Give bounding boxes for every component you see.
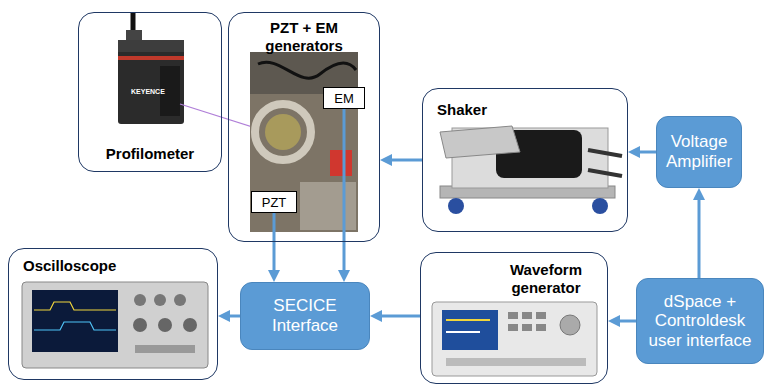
magnet-holder xyxy=(330,150,352,176)
scope-trace xyxy=(34,302,116,310)
device-panel: Oscilloscope xyxy=(8,248,218,380)
panel-heading: PZT + EM generators xyxy=(235,19,373,55)
shaker-handle xyxy=(588,150,622,156)
generator-button xyxy=(522,312,532,319)
shaker-table xyxy=(440,126,520,158)
profilometer-sensor xyxy=(118,40,184,124)
oscilloscope-body xyxy=(22,282,208,368)
scope-buttons xyxy=(135,345,195,353)
panel-heading: Waveform generator xyxy=(491,261,601,297)
scope-knob xyxy=(174,294,186,306)
panel-heading: Profilometer xyxy=(79,145,221,163)
flow-arrow xyxy=(698,198,701,278)
flow-arrow xyxy=(343,109,346,272)
generator-ports xyxy=(446,358,586,366)
generator-button xyxy=(536,324,546,331)
device-panel: Shaker xyxy=(422,88,628,232)
brand-label: KEYENCE xyxy=(131,88,165,95)
flow-arrow xyxy=(380,315,420,318)
generator-button xyxy=(508,312,518,319)
process-box: Voltage Amplifier xyxy=(656,116,742,188)
flow-arrow xyxy=(228,315,240,318)
part-tag: PZT xyxy=(251,191,297,213)
photo-mount xyxy=(300,182,356,230)
flow-arrow xyxy=(273,213,276,272)
generator-photo xyxy=(250,52,358,232)
shaker-wheel xyxy=(448,198,464,214)
generator-button xyxy=(536,312,546,319)
panel-heading: Shaker xyxy=(437,101,487,119)
flow-arrow xyxy=(618,320,636,323)
scope-trace xyxy=(34,322,116,330)
part-name: PZT xyxy=(262,195,287,210)
box-label: SECICE Interface xyxy=(247,296,363,335)
shaker-wheel xyxy=(592,198,608,214)
piezo-disc xyxy=(265,114,301,150)
part-tag: EM xyxy=(323,87,365,109)
box-label: Voltage Amplifier xyxy=(663,132,735,171)
device-panel: Waveform generator xyxy=(420,252,608,384)
generator-screen xyxy=(442,310,498,350)
oscilloscope-screen xyxy=(32,290,118,352)
screen-line xyxy=(446,331,480,333)
scope-knob xyxy=(183,318,197,332)
sensor-top xyxy=(118,40,184,52)
box-label: dSpace + Controldesk user interface xyxy=(643,292,757,351)
generator-button xyxy=(522,324,532,331)
shaker-handle xyxy=(588,170,622,176)
photo-cable xyxy=(258,62,356,78)
scope-knob xyxy=(134,294,146,306)
generator-button xyxy=(508,324,518,331)
scope-knob xyxy=(154,294,166,306)
screen-line xyxy=(446,319,490,321)
panel-heading: Oscilloscope xyxy=(23,257,116,275)
scope-knob xyxy=(133,318,147,332)
generator-ring xyxy=(255,104,311,160)
part-name: EM xyxy=(334,91,354,106)
generator-knob xyxy=(560,315,580,335)
generator-body xyxy=(432,302,597,376)
process-box: SECICE Interface xyxy=(240,282,370,350)
flow-arrow xyxy=(390,159,422,162)
scope-knob xyxy=(158,318,172,332)
sensor-stripe xyxy=(118,56,184,60)
flow-arrow xyxy=(638,151,656,154)
process-box: dSpace + Controldesk user interface xyxy=(636,278,764,364)
device-panel: PZT + EM generatorsEM PZT xyxy=(228,12,380,242)
